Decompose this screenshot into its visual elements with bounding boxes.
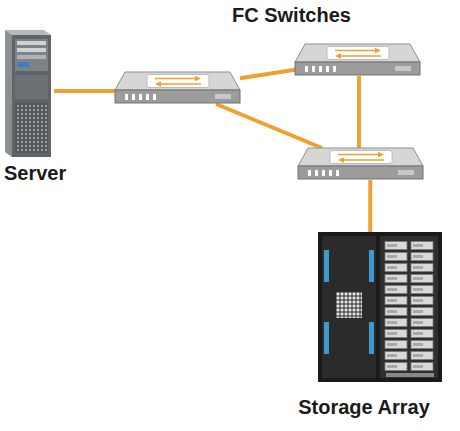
disk-rows	[384, 240, 436, 372]
server-panel	[15, 75, 48, 99]
door-strip	[324, 322, 329, 354]
server-vent	[15, 103, 48, 153]
cabinet-base	[386, 373, 434, 377]
fc-link	[368, 180, 372, 232]
node-label: Storage Array	[298, 396, 430, 419]
disk-cabinet	[380, 236, 438, 378]
fc-link	[240, 70, 295, 79]
fc-link	[216, 104, 322, 148]
power-panel	[17, 62, 29, 67]
switch-node	[115, 72, 240, 104]
switch-node	[298, 148, 423, 180]
drive-bay	[17, 41, 46, 45]
fc-switch-icon	[298, 148, 423, 179]
group-label: FC Switches	[232, 4, 351, 27]
node-label: Server	[4, 162, 66, 185]
server-node: Server	[4, 30, 54, 158]
fc-link	[357, 76, 361, 148]
door-strip	[324, 250, 329, 282]
server-side	[5, 30, 12, 157]
door-strip	[369, 322, 374, 354]
door-grille	[336, 292, 362, 318]
door-strip	[369, 250, 374, 282]
storage-door	[322, 236, 376, 378]
storage-array-icon	[318, 232, 442, 382]
fc-switch-icon	[115, 72, 240, 103]
server-front	[12, 35, 51, 157]
server-bays	[15, 39, 48, 71]
switch-node	[295, 44, 420, 76]
fc-switch-icon	[295, 44, 420, 75]
drive-bay	[17, 55, 46, 59]
drive-bay	[17, 48, 46, 52]
storage-frame	[318, 232, 442, 382]
server-icon	[5, 30, 51, 157]
fc-link	[54, 89, 115, 93]
storage-node: Storage Array	[318, 232, 442, 382]
server-top	[5, 30, 51, 35]
